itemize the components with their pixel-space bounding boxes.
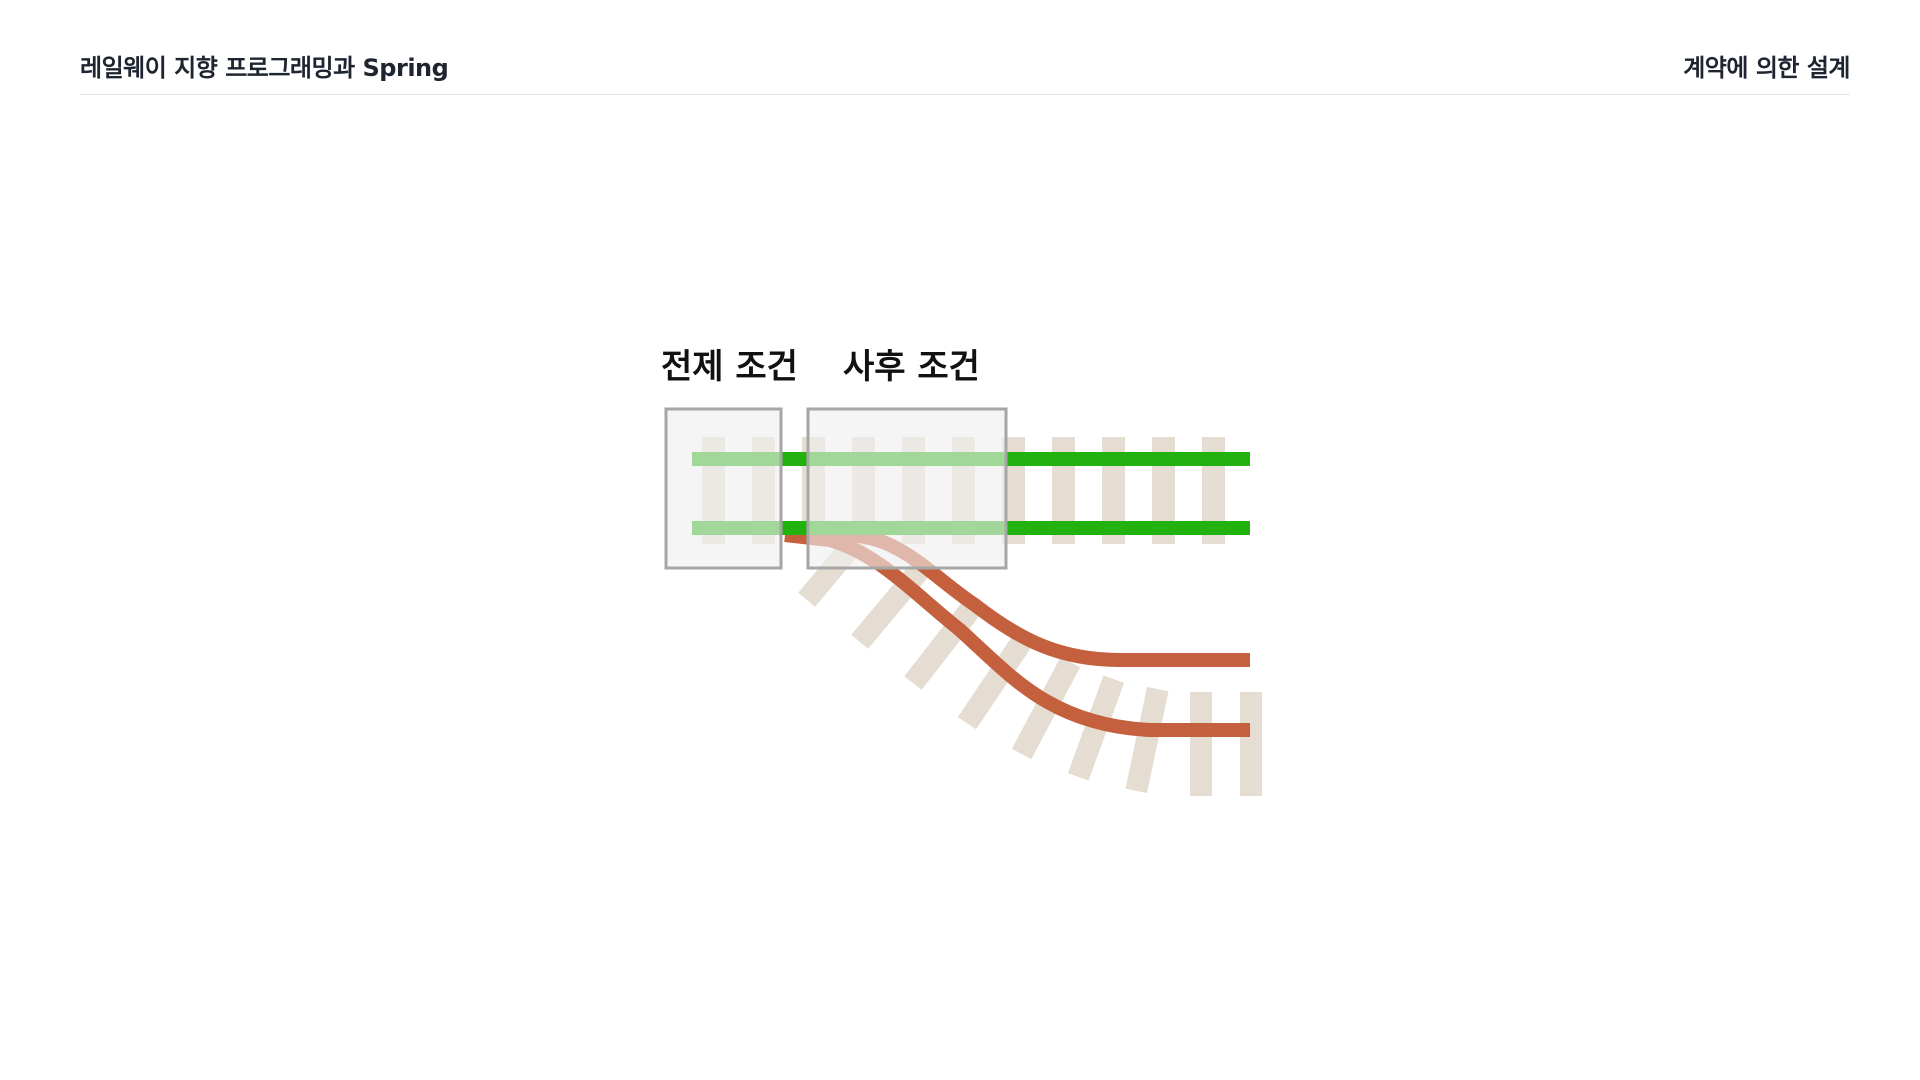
section-title: 계약에 의한 설계 (1683, 54, 1850, 82)
postcondition-box (806, 407, 1008, 570)
track-tie (957, 630, 1035, 730)
precondition-label: 전제 조건 (661, 347, 798, 387)
slide-header: 레일웨이 지향 프로그래밍과 Spring 계약에 의한 설계 (80, 0, 1850, 95)
track-tie (851, 555, 935, 649)
track-tie (1240, 692, 1262, 796)
track-tie (904, 594, 986, 690)
track-tie (1125, 686, 1169, 794)
precondition-box (664, 407, 783, 570)
track-tie (1190, 692, 1212, 796)
presentation-title: 레일웨이 지향 프로그래밍과 Spring (80, 54, 449, 82)
postcondition-label: 사후 조건 (843, 347, 980, 387)
